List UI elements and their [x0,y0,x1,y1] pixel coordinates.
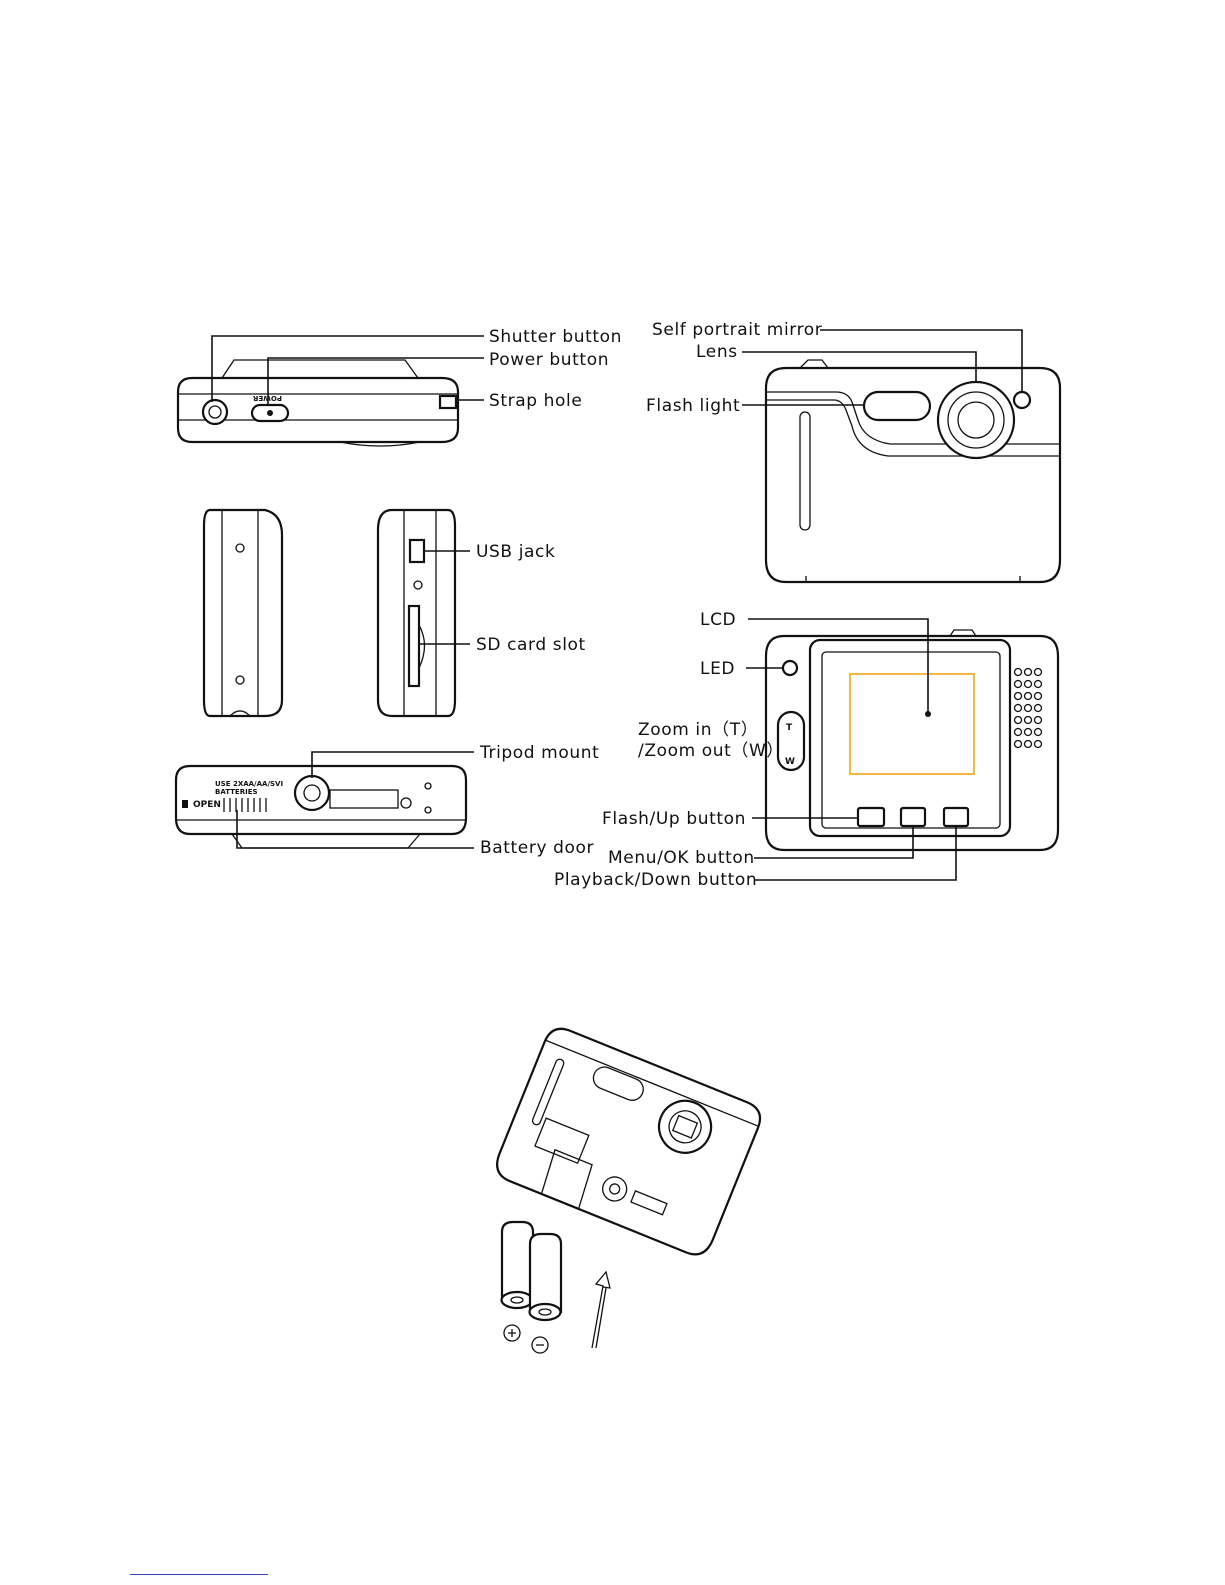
self-portrait-mirror-drawing [1014,392,1030,408]
camera-bottom-view: USE 2XAA/AA/SVI BATTERIES OPEN [176,766,466,848]
zoom-w-text: W [785,757,795,767]
battery-spec-text-2: BATTERIES [215,788,258,796]
label-lcd: LCD [700,610,736,630]
lens-drawing [938,382,1014,458]
footer-link-rule [130,1574,268,1575]
insert-arrow-icon [592,1272,610,1348]
batteries-drawing [502,1222,562,1353]
shutter-button-drawing [203,400,227,424]
battery-spec-text-1: USE 2XAA/AA/SVI [215,780,283,788]
label-led: LED [700,659,735,679]
camera-left-side-view [204,510,282,716]
label-lens: Lens [696,342,738,362]
tripod-mount-drawing [295,776,329,810]
label-zoom-out: /Zoom out（W） [638,741,784,761]
led-drawing [783,661,797,675]
label-shutter-button: Shutter button [489,327,622,347]
label-menu-ok-button: Menu/OK button [608,848,755,868]
label-tripod-mount: Tripod mount [479,743,599,763]
usb-jack-drawing [410,540,424,562]
sd-card-slot-drawing [409,606,419,686]
zoom-t-text: T [786,723,793,733]
strap-hole-drawing [440,396,456,408]
camera-right-side-view [378,510,455,716]
label-flash-up-button: Flash/Up button [602,809,746,829]
camera-front-view [766,360,1060,582]
label-flash-light: Flash light [646,396,740,416]
flash-light-drawing [864,392,930,420]
camera-top-view: POWER [178,360,458,446]
menu-ok-button-drawing [901,808,925,826]
label-strap-hole: Strap hole [489,391,582,411]
label-zoom-in: Zoom in（T） [638,720,758,740]
label-self-portrait-mirror: Self portrait mirror [652,320,822,340]
flash-up-button-drawing [858,808,884,826]
playback-down-button-drawing [944,808,968,826]
battery-insertion-illustration [491,1023,765,1353]
label-battery-door: Battery door [480,838,594,858]
label-sd-card-slot: SD card slot [476,635,586,655]
camera-back-view: T W [766,630,1058,850]
label-power-button: Power button [489,350,609,370]
label-playback-down-button: Playback/Down button [554,870,757,890]
label-usb-jack: USB jack [476,542,555,562]
open-text: OPEN [193,800,221,810]
